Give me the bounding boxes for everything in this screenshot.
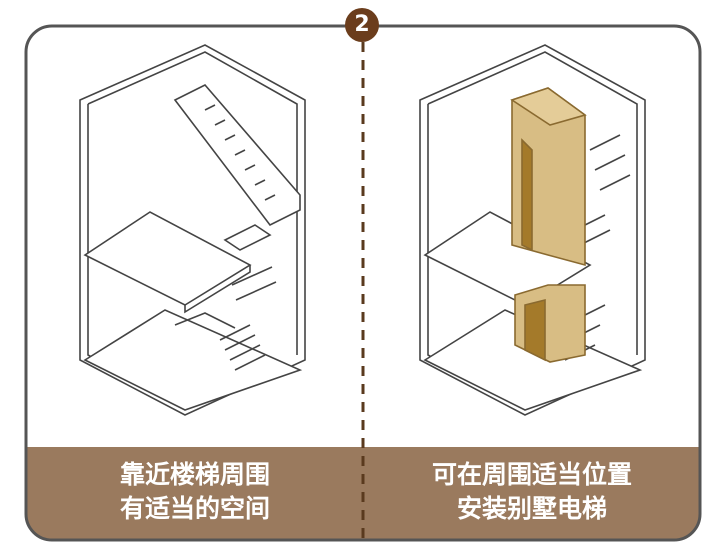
right-caption-line1: 可在周围适当位置	[431, 460, 632, 489]
right-building-elevator	[419, 44, 646, 416]
left-caption-line1: 靠近楼梯周围	[119, 460, 270, 489]
left-caption-line2: 有适当的空间	[119, 494, 270, 523]
right-caption: 可在周围适当位置 安装别墅电梯	[382, 458, 682, 526]
elevator-shaft	[510, 87, 587, 363]
right-caption-line2: 安装别墅电梯	[456, 494, 607, 523]
step-number-badge: 2	[345, 8, 379, 42]
left-building-staircase	[79, 44, 306, 416]
left-caption: 靠近楼梯周围 有适当的空间	[45, 458, 345, 526]
